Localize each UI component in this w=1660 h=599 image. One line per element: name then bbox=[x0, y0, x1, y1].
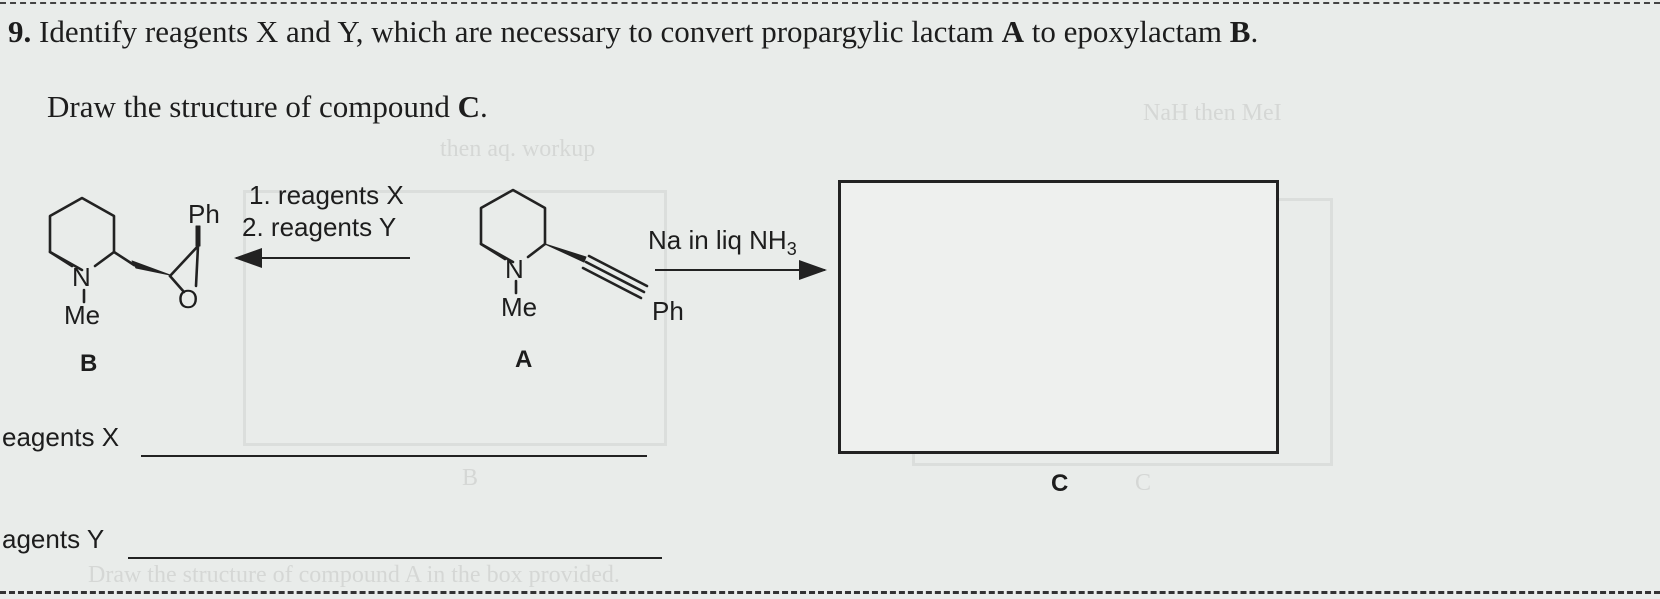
compound-b-ring-to-n-right bbox=[93, 250, 116, 268]
bottom-dashed-divider bbox=[0, 591, 1660, 594]
question-text-1: Identify reagents X and Y, which are nec… bbox=[39, 14, 994, 49]
compound-a-triple-bond-1 bbox=[584, 260, 646, 294]
compound-a-triple-bond-2 bbox=[587, 254, 649, 288]
ghost-text-c: C bbox=[1135, 470, 1152, 496]
compound-a-wedge-bond bbox=[544, 243, 587, 263]
compound-b-me-group: Me bbox=[64, 300, 101, 330]
question-line-1: 9. Identify reagents X and Y, which are … bbox=[8, 14, 1258, 50]
question-period-2: . bbox=[480, 89, 488, 124]
compound-b-wedge-bond bbox=[131, 260, 171, 276]
birch-reagent-subscript: 3 bbox=[786, 239, 797, 260]
compound-b-ring-epoxide-bond bbox=[112, 250, 136, 267]
compound-c-answer-box[interactable] bbox=[838, 180, 1279, 454]
ghost-box-left bbox=[243, 190, 667, 446]
compound-a-ph-group: Ph bbox=[652, 296, 684, 326]
compound-b-ph-group: Ph bbox=[188, 199, 220, 229]
question-text-1b: to epoxylactam bbox=[1031, 14, 1223, 49]
compound-b-label: B bbox=[80, 350, 98, 377]
reagents-step-2: 2. reagents Y bbox=[242, 212, 397, 242]
question-ref-a: A bbox=[1001, 14, 1025, 49]
question-ref-c: C bbox=[457, 89, 481, 124]
reagents-y-label: agents Y bbox=[2, 524, 105, 554]
ghost-text-instruction: Draw the structure of compound A in the … bbox=[88, 562, 620, 588]
reagents-x-label: eagents X bbox=[2, 422, 120, 452]
compound-b-structure bbox=[48, 196, 201, 304]
compound-a-n-atom: N bbox=[505, 254, 524, 284]
question-ref-b: B bbox=[1229, 14, 1251, 49]
reagents-x-answer-line[interactable] bbox=[141, 455, 647, 457]
question-number: 9. bbox=[8, 14, 32, 49]
compound-a-ring-to-n-left bbox=[479, 242, 507, 261]
reagents-y-answer-line[interactable] bbox=[128, 557, 662, 559]
compound-b-o-atom: O bbox=[178, 284, 199, 314]
compound-b-ring-to-n-left bbox=[48, 250, 74, 268]
compound-c-label: C bbox=[1051, 470, 1069, 497]
compound-a-triple-bond-3 bbox=[581, 266, 643, 300]
birch-reagent-label: Na in liq NH3 bbox=[648, 225, 797, 260]
birch-reagent-text: Na in liq NH bbox=[648, 225, 787, 255]
question-text-2: Draw the structure of compound bbox=[47, 89, 450, 124]
compound-a-label: A bbox=[515, 346, 533, 373]
question-period-1: . bbox=[1250, 14, 1259, 49]
compound-a-ring-to-n-right bbox=[526, 242, 547, 259]
compound-a-structure bbox=[479, 188, 649, 300]
compound-b-epoxide-co-2 bbox=[194, 244, 200, 288]
ghost-text-workup: then aq. workup bbox=[440, 136, 596, 162]
top-dashed-divider bbox=[0, 2, 1660, 4]
compound-a-me-group: Me bbox=[501, 292, 538, 322]
compound-b-n-atom: N bbox=[72, 262, 91, 292]
compound-b-epoxide-co-1 bbox=[168, 274, 186, 294]
compound-b-ph-wedge bbox=[195, 225, 201, 247]
question-line-2: Draw the structure of compound C. bbox=[47, 89, 488, 125]
reagents-step-1: 1. reagents X bbox=[249, 180, 404, 210]
compound-b-epoxide-cc bbox=[168, 244, 200, 278]
ghost-text-reagent: NaH then MeI bbox=[1143, 100, 1282, 126]
ghost-text-b: B bbox=[462, 465, 479, 491]
